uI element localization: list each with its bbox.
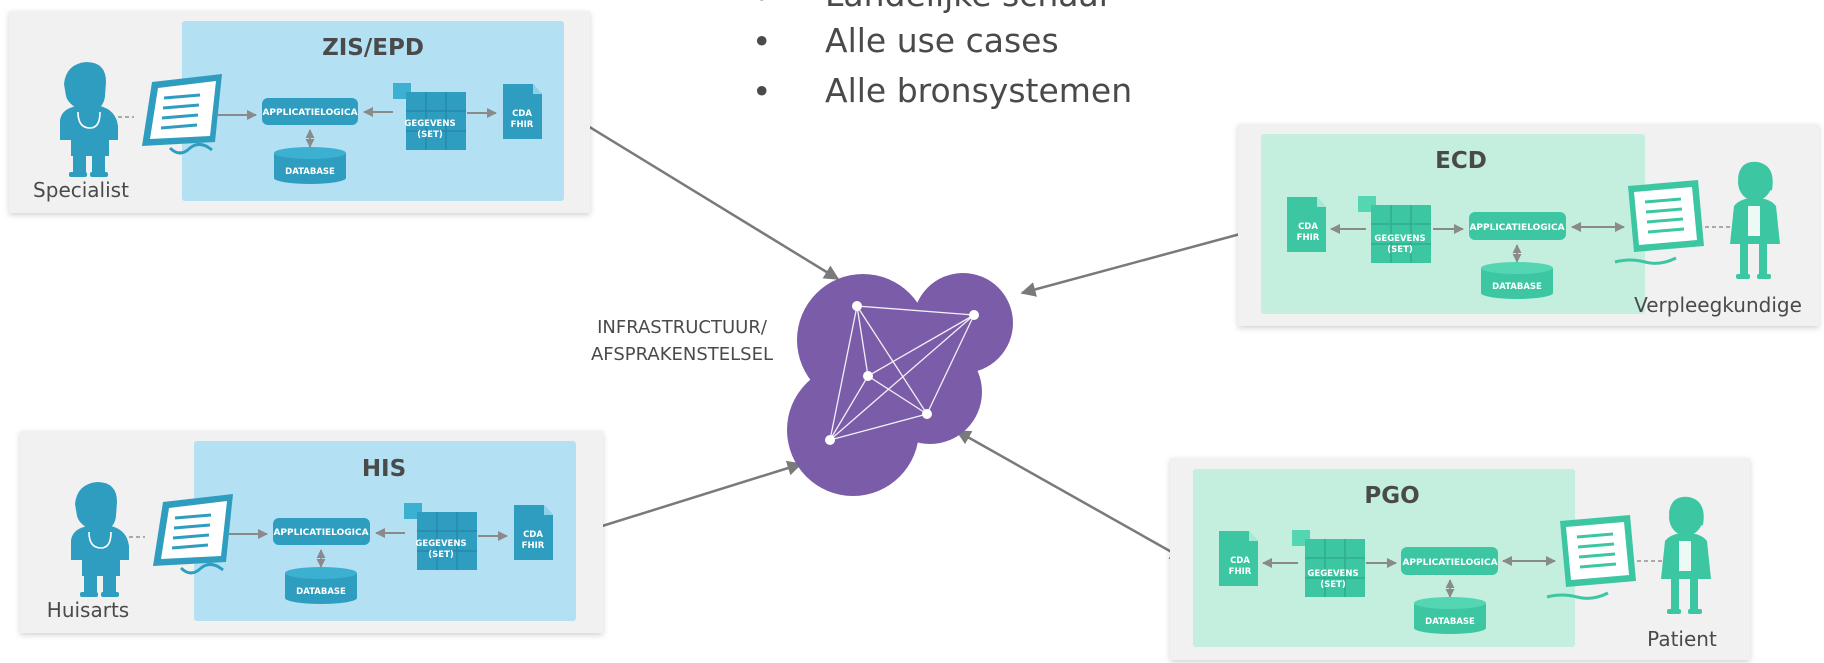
role-label: Patient [1647, 627, 1717, 651]
role-label: Huisarts [47, 598, 129, 622]
patient-icon [1661, 496, 1711, 614]
svg-text:FHIR: FHIR [522, 541, 545, 551]
svg-text:(SET): (SET) [1320, 580, 1346, 590]
bullet-item: Landelijke schaal [825, 0, 1108, 14]
bullet-item: Alle bronsystemen [825, 71, 1132, 110]
svg-text:GEGEVENS: GEGEVENS [1374, 234, 1425, 244]
svg-text:(SET): (SET) [428, 550, 454, 560]
bullet-symbol: • [752, 0, 771, 16]
svg-text:GEGEVENS: GEGEVENS [404, 119, 455, 129]
svg-text:FHIR: FHIR [1229, 567, 1252, 577]
system-zis-epd: ZIS/EPD Specialist [9, 11, 590, 213]
svg-text:APPLICATIELOGICA: APPLICATIELOGICA [1469, 223, 1564, 233]
data-set-icon: GEGEVENS (SET) [404, 503, 477, 570]
arrow-ecd-infra [1020, 226, 1257, 297]
svg-text:DATABASE: DATABASE [1425, 617, 1475, 627]
svg-text:APPLICATIELOGICA: APPLICATIELOGICA [262, 108, 357, 118]
infrastructure-label: INFRASTRUCTUUR/ [597, 317, 768, 338]
svg-text:FHIR: FHIR [511, 120, 534, 130]
system-ecd: ECD CDA FHIR GEGEVENS (SET) APPLICATIELO… [1238, 124, 1819, 326]
svg-text:CDA: CDA [512, 109, 532, 119]
system-title: HIS [362, 456, 406, 482]
data-set-icon: GEGEVENS (SET) [1292, 530, 1365, 597]
doctor-icon [71, 482, 129, 597]
role-label: Specialist [33, 178, 129, 202]
svg-text:DATABASE: DATABASE [285, 167, 335, 177]
bullet-symbol: • [752, 72, 771, 111]
network-lines [829, 305, 975, 441]
svg-text:APPLICATIELOGICA: APPLICATIELOGICA [273, 528, 368, 538]
database-icon: DATABASE [285, 567, 357, 604]
svg-text:DATABASE: DATABASE [296, 587, 346, 597]
app-logic-block [273, 518, 370, 545]
document-icon: CDA FHIR [514, 505, 553, 560]
svg-text:(SET): (SET) [1387, 245, 1413, 255]
svg-text:GEGEVENS: GEGEVENS [1307, 569, 1358, 579]
svg-text:DATABASE: DATABASE [1492, 282, 1542, 292]
system-his: HIS Huisarts APPL [20, 431, 603, 633]
svg-text:GEGEVENS: GEGEVENS [415, 539, 466, 549]
app-logic-block [262, 98, 358, 125]
infrastructure-label: AFSPRAKENSTELSEL [591, 344, 773, 365]
svg-text:(SET): (SET) [417, 130, 443, 140]
system-title: PGO [1364, 483, 1419, 509]
bullet-list: • Landelijke schaal • Alle use cases • A… [752, 0, 1132, 111]
monitor-icon [1546, 515, 1636, 600]
arrow-zis-infra [563, 110, 840, 281]
connection-arrows [563, 110, 1257, 561]
infrastructure-network [787, 273, 1013, 496]
app-logic-block [1401, 547, 1498, 575]
svg-text:FHIR: FHIR [1297, 233, 1320, 243]
document-icon: CDA FHIR [1219, 531, 1258, 586]
arrow-his-infra [581, 460, 803, 536]
doctor-icon [60, 62, 118, 177]
svg-text:APPLICATIELOGICA: APPLICATIELOGICA [1402, 558, 1497, 568]
monitor-icon [153, 494, 233, 575]
system-title: ZIS/EPD [322, 35, 424, 61]
database-icon: DATABASE [1414, 597, 1486, 634]
bullet-symbol: • [752, 22, 771, 61]
monitor-icon [1614, 180, 1704, 265]
app-logic-block [1469, 212, 1566, 240]
document-icon: CDA FHIR [1287, 197, 1326, 252]
svg-text:CDA: CDA [523, 530, 543, 540]
system-title: ECD [1435, 148, 1487, 174]
svg-text:CDA: CDA [1230, 556, 1250, 566]
data-set-icon: GEGEVENS (SET) [1358, 196, 1431, 263]
database-icon: DATABASE [1481, 262, 1553, 299]
monitor-icon [142, 74, 222, 155]
network-blob [878, 340, 982, 444]
svg-text:CDA: CDA [1298, 222, 1318, 232]
data-set-icon: GEGEVENS (SET) [393, 83, 466, 150]
document-icon: CDA FHIR [503, 84, 542, 139]
database-icon: DATABASE [274, 147, 346, 184]
role-label: Verpleegkundige [1634, 293, 1802, 317]
network-nodes [825, 301, 979, 445]
bullet-item: Alle use cases [825, 21, 1059, 60]
arrow-pgo-infra [955, 429, 1186, 561]
system-pgo: PGO CDA FHIR GEGEVENS (SET) APPLICATIELO… [1170, 458, 1750, 660]
